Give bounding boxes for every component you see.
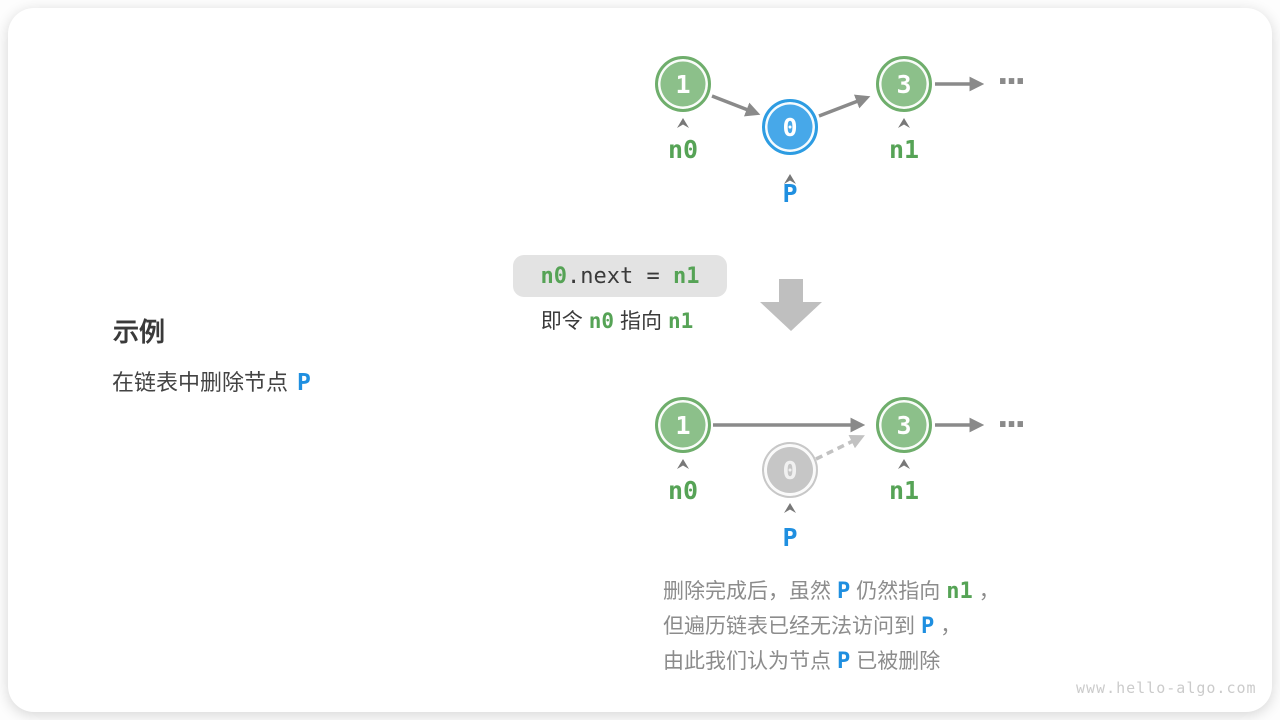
pointer-label-n0: n0 xyxy=(667,135,699,164)
code-snippet: n0.next = n1 xyxy=(513,255,727,297)
note-text: 但遍历链表已经无法访问到 xyxy=(663,615,915,638)
example-heading: 示例 xyxy=(113,317,166,347)
caption-var-n0: n0 xyxy=(588,309,614,333)
note-pointer-p: P xyxy=(837,649,851,674)
code-var-n1: n1 xyxy=(672,263,700,289)
pointer-label-p-after: P xyxy=(782,523,798,552)
node-value: 3 xyxy=(896,69,912,99)
ellipsis-dots: ... xyxy=(996,399,1026,435)
node-n0: 1 xyxy=(655,56,711,112)
note-pointer-p: P xyxy=(921,614,935,639)
node-n0-after: 1 xyxy=(655,397,711,453)
note-text: 已被删除 xyxy=(856,650,941,673)
example-desc-text: 在链表中删除节点 xyxy=(112,370,289,395)
node-value: 0 xyxy=(782,112,798,142)
caption-var-n1: n1 xyxy=(668,309,694,333)
note-text: ， xyxy=(940,615,962,638)
node-value: 3 xyxy=(896,410,912,440)
note-text: ， xyxy=(978,580,1000,603)
figure-card xyxy=(8,8,1272,712)
node-p: 0 xyxy=(762,99,818,155)
example-description: 在链表中删除节点 P xyxy=(112,365,311,397)
note-text: 仍然指向 xyxy=(856,580,941,603)
ellipsis-dots: ... xyxy=(996,56,1026,92)
node-p-deleted: 0 xyxy=(762,442,818,498)
code-mid: .next = xyxy=(567,263,673,289)
note-pointer-p: P xyxy=(837,579,851,604)
pointer-label-n1-after: n1 xyxy=(888,476,920,505)
caption-text: 指向 xyxy=(620,310,662,333)
node-n1-after: 3 xyxy=(876,397,932,453)
pointer-label-n0-after: n0 xyxy=(667,476,699,505)
caption-text: 即令 xyxy=(540,310,583,333)
example-pointer-p: P xyxy=(297,370,311,396)
note-text: 删除完成后，虽然 xyxy=(663,580,831,603)
pointer-label-p: P xyxy=(782,179,798,208)
pointer-label-n1: n1 xyxy=(888,135,920,164)
note-var-n1: n1 xyxy=(946,579,973,604)
node-n1: 3 xyxy=(876,56,932,112)
node-value: 1 xyxy=(675,69,691,99)
note-line: 但遍历链表已经无法访问到 P， xyxy=(663,609,1000,644)
note-text: 由此我们认为节点 xyxy=(663,650,831,673)
site-watermark: www.hello-algo.com xyxy=(1076,679,1257,697)
node-value: 1 xyxy=(675,410,691,440)
node-value: 0 xyxy=(782,455,798,485)
code-var-n0: n0 xyxy=(540,263,568,289)
